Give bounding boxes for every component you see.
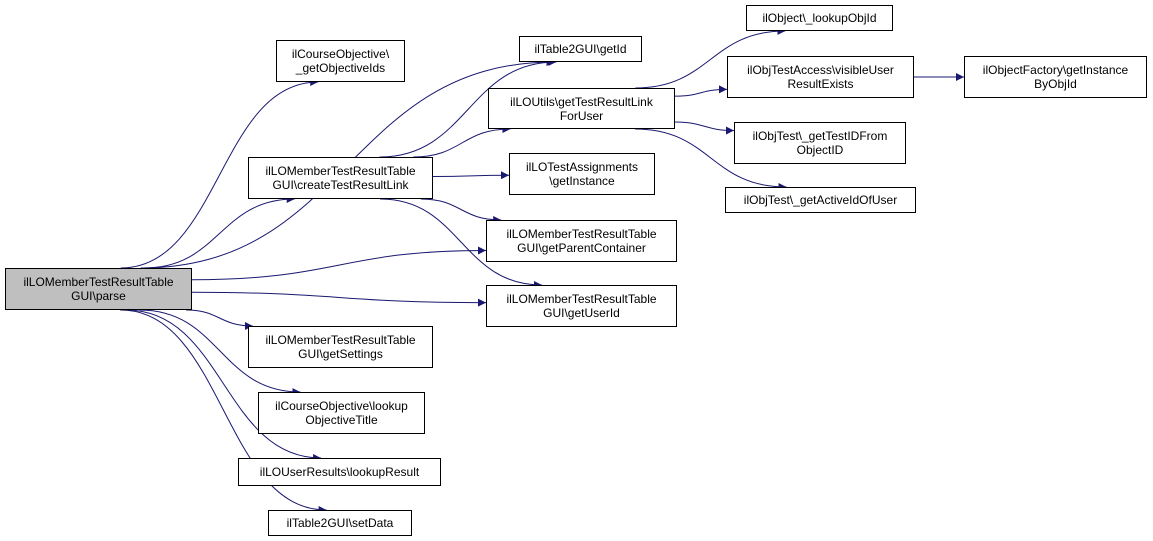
node-get-test-result-link-for-user-line2: ForUser bbox=[559, 108, 604, 123]
edge-parse-to-lookupObjectiveTitle bbox=[139, 309, 301, 396]
node-create-test-result-link-line1: ilLOMemberTestResultTable bbox=[265, 164, 416, 178]
node-parse-line2: GUI\parse bbox=[71, 289, 126, 303]
node-get-test-id-from-object-id-line2: ObjectID bbox=[796, 143, 844, 157]
node-get-active-id-of-user[interactable]: ilObjTest\_getActiveIdOfUser bbox=[725, 187, 916, 213]
node-get-test-result-link-for-user-line1: ilLOUtils\getTestResultLink bbox=[510, 94, 653, 109]
node-get-user-id-line2: GUI\getUserId bbox=[543, 306, 620, 320]
node-lookup-obj-id[interactable]: ilObject\_lookupObjId bbox=[746, 5, 893, 31]
edge-parse-to-getSettings bbox=[186, 309, 253, 330]
node-get-parent-container-line2: GUI\getParentContainer bbox=[517, 241, 646, 255]
node-get-objective-ids-line2: _getObjectiveIds bbox=[295, 61, 386, 75]
node-get-id-line1: ilTable2GUI\getId bbox=[534, 42, 627, 56]
node-create-test-result-link-line2: GUI\createTestResultLink bbox=[272, 178, 409, 192]
node-visible-user-result-exists-line2: ResultExists bbox=[787, 77, 854, 91]
node-get-parent-container[interactable]: ilLOMemberTestResultTable GUI\getParentC… bbox=[486, 220, 677, 262]
node-lookup-obj-id-line1: ilObject\_lookupObjId bbox=[762, 11, 877, 25]
node-get-id[interactable]: ilTable2GUI\getId bbox=[519, 36, 642, 62]
edge-createTestResultLink-to-getUserId bbox=[380, 198, 542, 289]
node-set-data-line1: ilTable2GUI\setData bbox=[286, 516, 394, 530]
edge-parse-to-getParentContainer bbox=[191, 246, 487, 281]
node-get-test-id-from-object-id-line1: ilObjTest\_getTestIDFrom bbox=[752, 129, 888, 143]
node-parse[interactable]: ilLOMemberTestResultTable GUI\parse bbox=[5, 268, 192, 310]
node-get-test-result-link-for-user[interactable]: ilLOUtils\getTestResultLink ForUser bbox=[488, 88, 675, 129]
node-lookup-result-line1: ilLOUserResults\lookupResult bbox=[259, 465, 420, 479]
node-get-instance[interactable]: ilLOTestAssignments \getInstance bbox=[509, 153, 655, 195]
edge-createTestResultLink-to-getParentContainer bbox=[420, 198, 502, 224]
node-get-objective-ids[interactable]: ilCourseObjective\ _getObjectiveIds bbox=[276, 40, 405, 82]
node-get-settings-line1: ilLOMemberTestResultTable bbox=[265, 333, 416, 347]
node-get-objective-ids-line1: ilCourseObjective\ bbox=[291, 47, 390, 61]
node-get-parent-container-line1: ilLOMemberTestResultTable bbox=[506, 227, 657, 241]
edge-createTestResultLink-to-getId bbox=[379, 58, 557, 158]
edge-createTestResultLink-to-getInstance bbox=[432, 171, 510, 180]
node-get-settings[interactable]: ilLOMemberTestResultTable GUI\getSetting… bbox=[248, 326, 433, 368]
edge-getTestResultLinkForUser-to-getTestIDFromObjectID bbox=[674, 121, 735, 135]
node-get-instance-line1: ilLOTestAssignments bbox=[525, 160, 639, 174]
edge-parse-to-createTestResultLink bbox=[144, 195, 295, 269]
node-set-data[interactable]: ilTable2GUI\setData bbox=[268, 510, 412, 536]
edge-getTestResultLinkForUser-to-lookupObjId bbox=[635, 27, 786, 89]
node-get-instance-line2: \getInstance bbox=[549, 174, 615, 188]
node-get-instance-by-obj-id-line2: ByObjId bbox=[1034, 77, 1077, 91]
node-get-instance-by-obj-id-line1: ilObjectFactory\getInstance bbox=[982, 63, 1129, 77]
node-lookup-objective-title-line1: ilCourseObjective\lookup bbox=[275, 399, 408, 413]
node-get-test-id-from-object-id[interactable]: ilObjTest\_getTestIDFrom ObjectID bbox=[734, 122, 906, 164]
edge-parse-to-getObjectiveIds bbox=[120, 78, 319, 269]
edge-getTestResultLinkForUser-to-visibleUserResultExists bbox=[674, 85, 728, 97]
node-lookup-result[interactable]: ilLOUserResults\lookupResult bbox=[238, 458, 441, 486]
node-lookup-objective-title[interactable]: ilCourseObjective\lookup ObjectiveTitle bbox=[258, 392, 425, 434]
node-get-user-id-line1: ilLOMemberTestResultTable bbox=[506, 292, 657, 306]
node-get-settings-line2: GUI\getSettings bbox=[298, 347, 383, 361]
edge-getTestResultLinkForUser-to-getActiveIdOfUser bbox=[635, 128, 787, 191]
node-get-active-id-of-user-line1: ilObjTest\_getActiveIdOfUser bbox=[743, 193, 898, 207]
node-parse-line1: ilLOMemberTestResultTable bbox=[23, 275, 174, 289]
node-lookup-objective-title-line2: ObjectiveTitle bbox=[305, 413, 378, 427]
edge-parse-to-lookupResult bbox=[126, 309, 322, 462]
edge-parse-to-getUserId bbox=[191, 291, 487, 307]
node-visible-user-result-exists-line1: ilObjTestAccess\visibleUser bbox=[747, 63, 894, 77]
node-create-test-result-link[interactable]: ilLOMemberTestResultTable GUI\createTest… bbox=[248, 157, 433, 199]
node-visible-user-result-exists[interactable]: ilObjTestAccess\visibleUser ResultExists bbox=[727, 56, 914, 98]
edge-parse-to-setData bbox=[120, 309, 327, 514]
edge-createTestResultLink-to-getTestResultLinkForUser bbox=[413, 125, 511, 158]
node-get-user-id[interactable]: ilLOMemberTestResultTable GUI\getUserId bbox=[486, 285, 677, 327]
node-get-instance-by-obj-id[interactable]: ilObjectFactory\getInstance ByObjId bbox=[964, 56, 1147, 98]
